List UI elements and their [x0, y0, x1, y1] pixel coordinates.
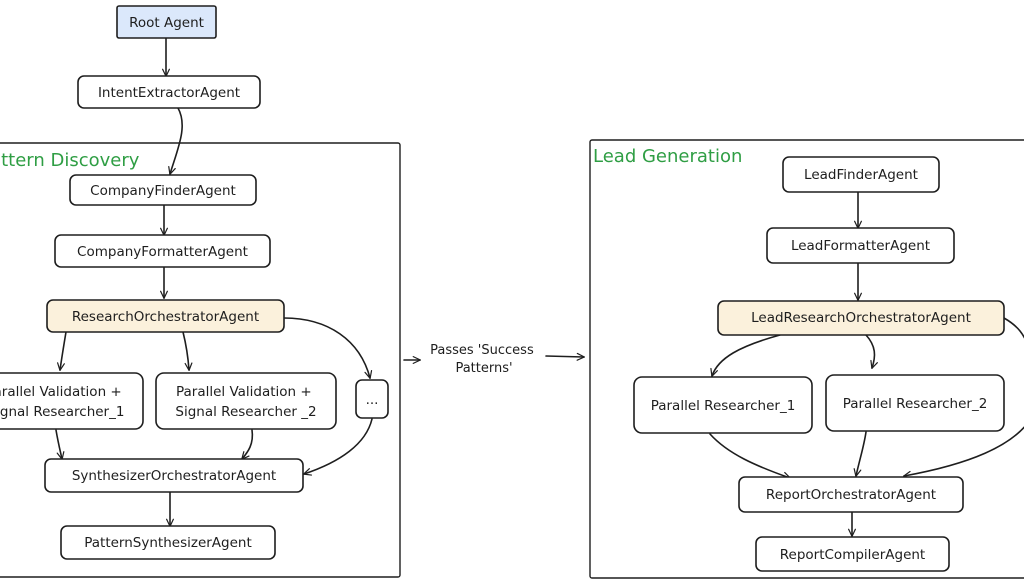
node-lead-formatter-agent[interactable]: LeadFormatterAgent [766, 227, 955, 264]
svg-text:PatternSynthesizerAgent: PatternSynthesizerAgent [84, 535, 252, 551]
svg-text:ResearchOrchestratorAgent: ResearchOrchestratorAgent [72, 309, 259, 325]
edge-passes-arrow-tail [545, 352, 585, 361]
node-company-finder-agent[interactable]: CompanyFinderAgent [69, 174, 257, 206]
svg-text:ReportCompilerAgent: ReportCompilerAgent [780, 547, 925, 563]
edge-ellipsis-to-synth-orch [303, 418, 373, 476]
passes-success-patterns-label: Passes 'Success Patterns' [430, 343, 538, 376]
svg-text:LeadFinderAgent: LeadFinderAgent [804, 167, 918, 183]
svg-text:Root Agent: Root Agent [129, 15, 204, 31]
node-ellipsis[interactable]: ... [355, 379, 389, 419]
svg-text:CompanyFormatterAgent: CompanyFormatterAgent [77, 244, 248, 260]
node-synthesizer-orchestrator-agent[interactable]: SynthesizerOrchestratorAgent [44, 458, 304, 493]
svg-text:Parallel Validation + Si: Parallel Validation + Signal Researcher_… [0, 384, 126, 420]
edge-pr2-to-report-orch [853, 431, 867, 477]
node-parallel-researcher-1[interactable]: Parallel Researcher_1 [633, 376, 813, 434]
node-parallel-researcher-2[interactable]: Parallel Researcher_2 [825, 374, 1005, 432]
node-parallel-validation-researcher-1[interactable]: Parallel Validation + Signal Researcher_… [0, 372, 144, 430]
edge-intent-to-company-finder [168, 107, 183, 175]
edge-pv2-to-synth-orch [241, 429, 254, 460]
node-root-agent[interactable]: Root Agent [116, 5, 217, 39]
lead-generation-frame [589, 139, 1024, 579]
edges [55, 37, 1024, 537]
edge-research-orch-to-pv1 [57, 331, 67, 371]
svg-text:...: ... [366, 392, 379, 408]
svg-text:LeadFormatterAgent: LeadFormatterAgent [791, 238, 930, 254]
lead-generation-title: Lead Generation [593, 146, 742, 167]
svg-text:Parallel Researcher_1: Parallel Researcher_1 [651, 398, 796, 414]
edge-research-orch-to-ellipsis [283, 317, 373, 379]
svg-text:ReportOrchestratorAgent: ReportOrchestratorAgent [766, 487, 936, 503]
node-lead-finder-agent[interactable]: LeadFinderAgent [782, 156, 940, 193]
svg-text:IntentExtractorAgent: IntentExtractorAgent [98, 85, 240, 101]
node-report-compiler-agent[interactable]: ReportCompilerAgent [755, 536, 950, 572]
svg-text:LeadResearchOrchestratorAgent: LeadResearchOrchestratorAgent [751, 310, 971, 326]
node-parallel-validation-researcher-2[interactable]: Parallel Validation + Signal Researcher … [155, 372, 337, 430]
edge-pr1-to-report-orch [709, 433, 791, 480]
edge-lead-research-orch-to-pr1 [710, 334, 781, 377]
svg-text:SynthesizerOrchestratorAgent: SynthesizerOrchestratorAgent [72, 468, 276, 484]
node-company-formatter-agent[interactable]: CompanyFormatterAgent [54, 234, 271, 268]
edge-pv1-to-synth-orch [55, 429, 65, 460]
svg-text:CompanyFinderAgent: CompanyFinderAgent [90, 183, 236, 199]
node-pattern-synthesizer-agent[interactable]: PatternSynthesizerAgent [60, 525, 276, 560]
node-intent-extractor-agent[interactable]: IntentExtractorAgent [77, 75, 261, 109]
edge-offscreen-to-report-orch [903, 426, 1024, 479]
pattern-discovery-frame [0, 142, 401, 578]
edge-lead-research-orch-to-pr2 [865, 334, 878, 369]
node-lead-research-orchestrator-agent[interactable]: LeadResearchOrchestratorAgent [717, 300, 1005, 336]
edge-lead-research-orch-to-offscreen [1003, 317, 1024, 339]
node-research-orchestrator-agent[interactable]: ResearchOrchestratorAgent [46, 299, 285, 333]
svg-text:Parallel Validation + Si: Parallel Validation + Signal Researcher … [175, 384, 316, 420]
svg-text:Parallel Researcher_2: Parallel Researcher_2 [843, 396, 988, 412]
node-report-orchestrator-agent[interactable]: ReportOrchestratorAgent [738, 476, 964, 513]
edge-research-orch-to-pv2 [182, 331, 193, 371]
pattern-discovery-title: Pattern Discovery [0, 150, 140, 171]
